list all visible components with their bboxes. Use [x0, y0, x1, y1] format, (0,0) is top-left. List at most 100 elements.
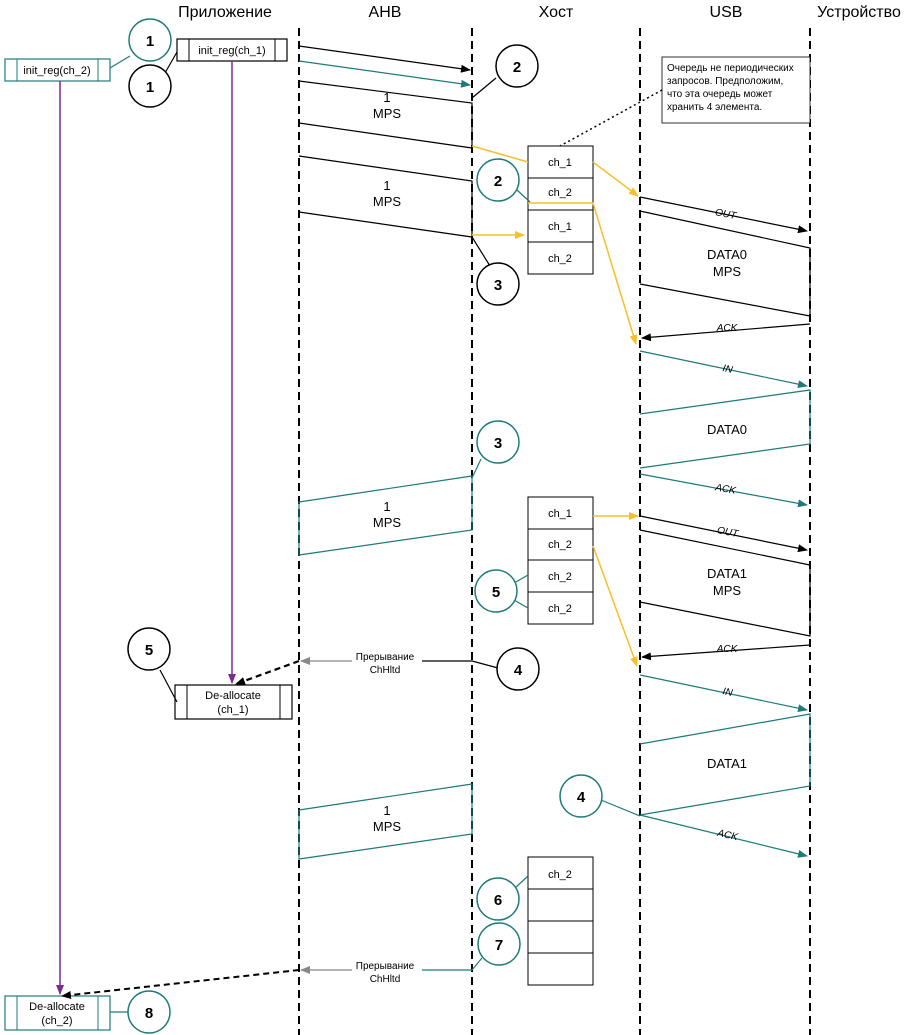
step-number-8-teal: 8 [145, 1005, 153, 1022]
interrupt-1-to-app [235, 659, 300, 686]
step-number-6-teal: 6 [494, 892, 502, 909]
lane-title-ahb: AHB [369, 4, 402, 21]
dealloc-ch2-line1: De-allocate [29, 1001, 85, 1013]
mps-block-4-count: 1 [383, 803, 390, 818]
step-number-1-teal: 1 [146, 33, 154, 50]
step-circle-1-black [128, 64, 172, 108]
dealloc-ch1-box: De-allocate (ch_1) [174, 684, 293, 720]
usb-out-2-arrow [639, 515, 808, 553]
queue-1-slot-2: ch_2 [548, 187, 572, 199]
lane-title-usb: USB [710, 4, 743, 21]
step-circle-3-black [476, 262, 520, 306]
ahb-arrow-ch2 [298, 60, 471, 88]
usb-ack-4-label: ACK [715, 828, 740, 844]
yellow-ahb-to-queue1-slot1 [471, 145, 529, 163]
step-circle-4-black [496, 647, 540, 691]
yellow-queue1-ch2-to-in [528, 202, 638, 345]
queue-note-line1: Очередь не периодических [667, 63, 794, 74]
queue-note-line3: что эта очередь может [667, 89, 773, 100]
dealloc-ch1-line2: (ch_1) [217, 704, 248, 716]
queue-note: Очередь не периодических запросов. Предп… [661, 56, 811, 124]
mps-block-3: 1 MPS [298, 475, 473, 556]
step-circle-5-teal [474, 569, 518, 613]
usb-in-1-arrow [639, 350, 808, 389]
step-number-7-teal: 7 [495, 937, 503, 954]
ahb-arrow-ch1 [298, 45, 471, 73]
step-circle-7-teal [477, 922, 521, 966]
usb-data1-mps-block: DATA1 MPS [639, 529, 811, 637]
queue-2-slot-2: ch_2 [548, 539, 572, 551]
yellow-flows [471, 145, 639, 667]
step-number-4-black: 4 [514, 662, 523, 679]
queue-note-line2: запросов. Предположим, [667, 76, 783, 87]
usb-data1-label: DATA1 [707, 566, 747, 581]
queue-note-pointer [559, 89, 663, 147]
usb-data0-block-label: DATA0 [707, 422, 747, 437]
mps-block-4: 1 MPS [298, 783, 473, 860]
mps-block-3-count: 1 [383, 499, 390, 514]
usb-ack-2-arrow [639, 473, 808, 508]
step-circle-4-teal [559, 774, 603, 818]
mps-block-2-count: 1 [383, 178, 390, 193]
usb-data0-label: DATA0 [707, 247, 747, 262]
usb-in-2-arrow [639, 674, 808, 713]
usb-out-2-label: OUT [716, 525, 740, 540]
queue-1-slot-1: ch_1 [548, 157, 572, 169]
step-number-5-black: 5 [145, 642, 153, 659]
lane-title-host: Хост [539, 4, 574, 21]
step-circle-2-teal [476, 158, 520, 202]
usb-ack-2-label: ACK [713, 482, 737, 497]
dealloc-ch2-box: De-allocate (ch_2) [4, 995, 111, 1031]
yellow-queue2-ch2-to-in [592, 545, 638, 667]
step-circle-5-black [127, 627, 171, 671]
yellow-queue1-ch1-to-out [592, 161, 639, 197]
init-reg-ch2-label: init_reg(ch_2) [23, 65, 90, 77]
usb-ack-1-arrow [641, 323, 811, 342]
step-number-1-black: 1 [146, 79, 154, 96]
usb-data1-block-label: DATA1 [707, 756, 747, 771]
queue-1-slot-3: ch_1 [548, 221, 572, 233]
step-circle-1-teal [128, 18, 172, 62]
step-circle-6-teal [476, 877, 520, 921]
usb-out-1-label: OUT [714, 207, 738, 222]
usb-data0-mps: MPS [713, 264, 742, 279]
step-number-3-black: 3 [494, 277, 502, 294]
usb-out-1-arrow [639, 196, 808, 234]
mps-block-4-label: MPS [373, 819, 402, 834]
dealloc-ch2-line2: (ch_2) [41, 1015, 72, 1027]
interrupt-1-line1: Прерывание [356, 652, 415, 663]
init-reg-ch1-box: init_reg(ch_1) [176, 38, 288, 62]
queue-3: ch_2 [527, 856, 594, 986]
usb-ack-4-arrow [639, 814, 808, 858]
usb-ack-3-arrow [641, 644, 811, 661]
mps-block-2-label: MPS [373, 194, 402, 209]
mps-block-1-count: 1 [383, 90, 390, 105]
dealloc-ch1-line1: De-allocate [205, 690, 261, 702]
step-number-2-black: 2 [513, 59, 521, 76]
usb-ack-1-label: ACK [716, 323, 739, 334]
usb-data0-mps-block: DATA0 MPS [639, 210, 811, 317]
queue-1-slot-4: ch_2 [548, 253, 572, 265]
step-circle-2-black [495, 44, 539, 88]
queue-2-slot-4: ch_2 [548, 603, 572, 615]
step-number-5-teal: 5 [492, 584, 500, 601]
init-reg-ch1-label: init_reg(ch_1) [198, 45, 265, 57]
init-reg-ch2-box: init_reg(ch_2) [4, 58, 111, 82]
mps-block-1-label: MPS [373, 106, 402, 121]
step-number-2-teal: 2 [494, 173, 502, 190]
queue-2-slot-1: ch_1 [548, 508, 572, 520]
usb-data1-mps: MPS [713, 583, 742, 598]
mps-block-2: 1 MPS [298, 155, 473, 238]
mps-block-3-label: MPS [373, 515, 402, 530]
queue-3-slot-1: ch_2 [548, 869, 572, 881]
usb-ack-3-label: ACK [716, 644, 739, 655]
interrupt-2-line2: ChHltd [370, 974, 401, 985]
usb-in-1-label: IN [722, 363, 735, 376]
lane-title-app: Приложение [178, 4, 272, 21]
lane-title-device: Устройство [817, 4, 901, 21]
lifelines [298, 28, 811, 1035]
mps-block-1: 1 MPS [298, 80, 473, 149]
usb-in-2-label: IN [722, 686, 735, 699]
step-circle-3-teal [476, 420, 520, 464]
